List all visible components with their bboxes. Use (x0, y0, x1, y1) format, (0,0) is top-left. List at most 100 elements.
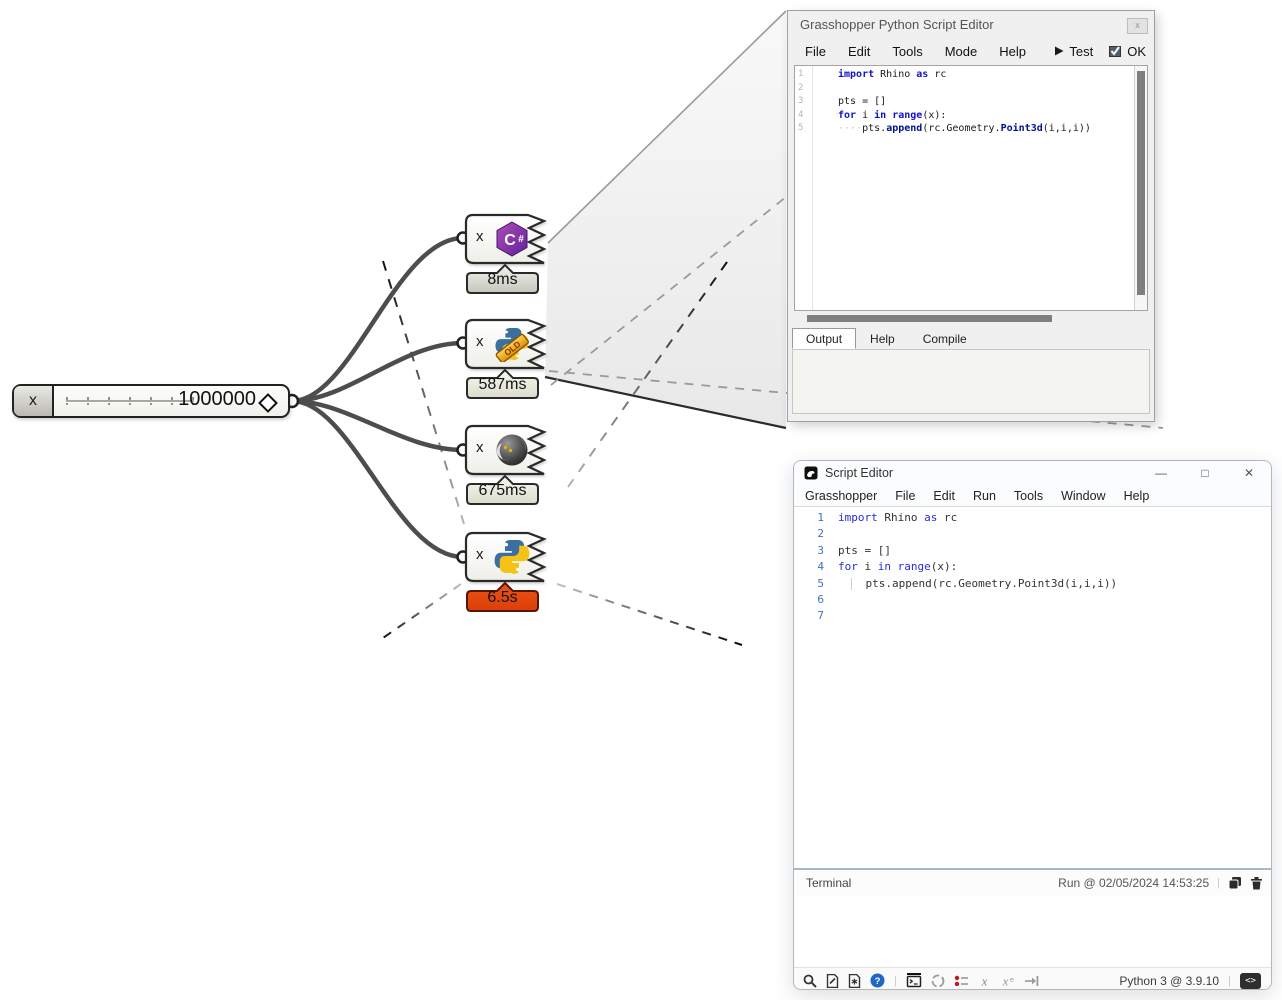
play-icon (1055, 46, 1064, 56)
terminal-output[interactable] (794, 896, 1271, 967)
copy-icon[interactable] (1228, 876, 1242, 890)
slider-value: 1000000 (178, 388, 256, 410)
zoom-cone-old-editor (544, 10, 787, 430)
script-editor-window: Script Editor — □ ✕ Grasshopper File Edi… (793, 460, 1272, 990)
tab-output[interactable]: Output (792, 328, 857, 349)
separator: | (1228, 974, 1231, 987)
se-code-area[interactable]: import Rhino as rc pts = []for i in rang… (838, 511, 1118, 590)
svg-text:x: x (1001, 974, 1008, 988)
component-ironpython-script[interactable]: x 675ms (462, 424, 552, 516)
runtime-label: 8ms (487, 271, 518, 288)
maximize-button[interactable]: □ (1201, 466, 1209, 480)
input-label: x (476, 333, 484, 350)
separator: | (1217, 877, 1220, 889)
slider-track[interactable] (66, 400, 194, 403)
terminal-header: Terminal Run @ 02/05/2024 14:53:25 | (794, 868, 1271, 896)
wire-to-ironpython (291, 398, 464, 453)
svg-text:#: # (518, 234, 524, 245)
svg-text:x: x (980, 974, 987, 988)
runtime-label: 675ms (478, 482, 527, 499)
menu-file[interactable]: File (895, 488, 916, 503)
gh-output-tabs: Output Help Compile (792, 328, 981, 349)
ok-button[interactable]: OK (1109, 44, 1146, 59)
tab-help[interactable]: Help (870, 332, 895, 346)
menu-edit[interactable]: Edit (847, 43, 871, 59)
rhino-app-icon (804, 466, 818, 480)
svg-text:?: ? (875, 976, 881, 987)
input-label: x (476, 228, 484, 245)
reset-engine-icon[interactable]: x e (1000, 974, 1015, 988)
se-toolbar: ✱ ? | x x (794, 967, 1271, 989)
code-view-chip[interactable]: <> (1240, 972, 1261, 989)
runtime-bubble (466, 475, 539, 505)
menu-edit[interactable]: Edit (933, 488, 955, 503)
menu-mode[interactable]: Mode (944, 43, 978, 59)
gh-code-area[interactable]: import Rhino as rc pts = []for i in rang… (838, 69, 1091, 134)
menu-run[interactable]: Run (972, 488, 996, 503)
number-slider[interactable]: x 1000000 (12, 384, 290, 418)
close-button[interactable]: ✕ (1243, 466, 1255, 480)
ironpython-ghost-icon (496, 434, 528, 466)
svg-text:✱: ✱ (851, 977, 858, 986)
input-label: x (476, 439, 484, 456)
gh-output-panel (792, 349, 1150, 414)
wires (291, 235, 464, 560)
test-button[interactable]: Test (1054, 44, 1093, 59)
python-version-status[interactable]: Python 3 @ 3.9.10 (1119, 973, 1219, 988)
gh-vertical-scrollbar[interactable] (1134, 66, 1147, 310)
menu-tools[interactable]: Tools (892, 43, 923, 59)
run-timestamp: Run @ 02/05/2024 14:53:25 (1058, 876, 1210, 890)
component-python3-script[interactable]: x 6.5s (462, 531, 552, 623)
gh-horizontal-scrollbar[interactable] (794, 314, 1148, 323)
help-icon[interactable]: ? (870, 973, 885, 988)
step-icon[interactable] (1024, 974, 1039, 988)
clear-scope-icon[interactable]: x (978, 974, 991, 988)
close-button[interactable]: x (1127, 18, 1148, 34)
se-titlebar[interactable]: Script Editor — □ ✕ (794, 461, 1271, 485)
component-csharp-script[interactable]: x C # 8ms (462, 213, 552, 305)
menu-tools[interactable]: Tools (1013, 488, 1044, 503)
terminal-label: Terminal (806, 876, 852, 890)
gh-editor-menubar: File Edit Tools Mode Help Test OK (788, 39, 1154, 63)
check-icon (1109, 46, 1122, 57)
menu-help[interactable]: Help (1123, 488, 1150, 503)
csharp-icon: C # (496, 221, 528, 257)
svg-text:e: e (1010, 977, 1014, 984)
runtime-bubble (466, 264, 539, 294)
breakpoints-icon[interactable] (954, 974, 969, 988)
runtime-bubble (466, 369, 539, 399)
new-script-icon[interactable] (826, 973, 839, 988)
menu-help[interactable]: Help (999, 43, 1026, 59)
wire-to-ghpython-old (291, 340, 464, 404)
tab-compile[interactable]: Compile (922, 332, 967, 346)
run-indicator-icon[interactable] (931, 974, 945, 988)
menu-file[interactable]: File (805, 43, 826, 59)
gh-editor-titlebar[interactable]: Grasshopper Python Script Editor x (788, 11, 1154, 39)
se-title: Script Editor (825, 466, 894, 480)
script-template-icon[interactable]: ✱ (848, 973, 861, 988)
terminal-panel-icon[interactable] (906, 973, 922, 988)
menu-window[interactable]: Window (1061, 488, 1106, 503)
runtime-bubble-slow (466, 582, 539, 612)
component-ghpython-old[interactable]: x OLD 587ms (462, 318, 552, 410)
gh-python-editor-window: Grasshopper Python Script Editor x File … (787, 10, 1155, 422)
search-icon[interactable] (803, 974, 817, 988)
svg-text:C: C (504, 232, 516, 249)
ghpython-old-icon: OLD (495, 328, 529, 362)
slider-grip[interactable] (258, 393, 278, 413)
menu-grasshopper[interactable]: Grasshopper (805, 488, 878, 503)
separator: | (894, 974, 897, 987)
slider-nickname: x (14, 386, 54, 416)
wire-to-csharp (291, 235, 464, 404)
trash-icon[interactable] (1250, 876, 1263, 890)
wire-to-python3 (291, 398, 464, 560)
minimize-button[interactable]: — (1155, 466, 1167, 480)
gh-editor-title: Grasshopper Python Script Editor (800, 17, 994, 32)
input-label: x (476, 546, 484, 563)
